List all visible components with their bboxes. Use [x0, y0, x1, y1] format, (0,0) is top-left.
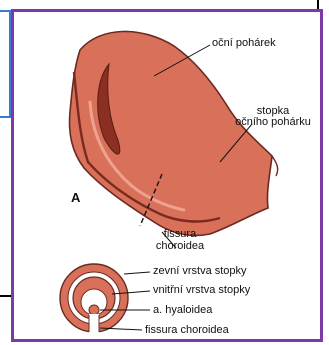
- slide-blue-box: [0, 11, 10, 117]
- diagram-figure: oční pohárek stopka očního pohárku A fis…: [11, 9, 323, 342]
- label-outer-layer: zevní vrstva stopky: [153, 265, 247, 277]
- label-optic-cup: oční pohárek: [212, 37, 276, 49]
- optic-cup-illustration: [70, 31, 278, 248]
- hyaloid-artery-dot: [89, 305, 99, 315]
- optic-stalk-end: [272, 156, 278, 176]
- leader-outer-layer: [124, 272, 150, 274]
- label-inner-layer: vnitřní vrstva stopky: [153, 284, 250, 296]
- label-fissure-line2: choroidea: [146, 240, 214, 252]
- label-optic-stalk-line2: očního pohárku: [230, 116, 316, 128]
- cross-section-fissure-notch: [89, 314, 99, 334]
- label-hyaloid-artery: a. hyaloidea: [153, 304, 212, 316]
- panel-letter: A: [71, 192, 80, 204]
- stalk-cross-section: [60, 264, 150, 334]
- optic-cup-body: [70, 31, 272, 235]
- label-fissure-line1: fissura: [152, 228, 208, 240]
- label-choroid-fissure: fissura choroidea: [145, 324, 229, 336]
